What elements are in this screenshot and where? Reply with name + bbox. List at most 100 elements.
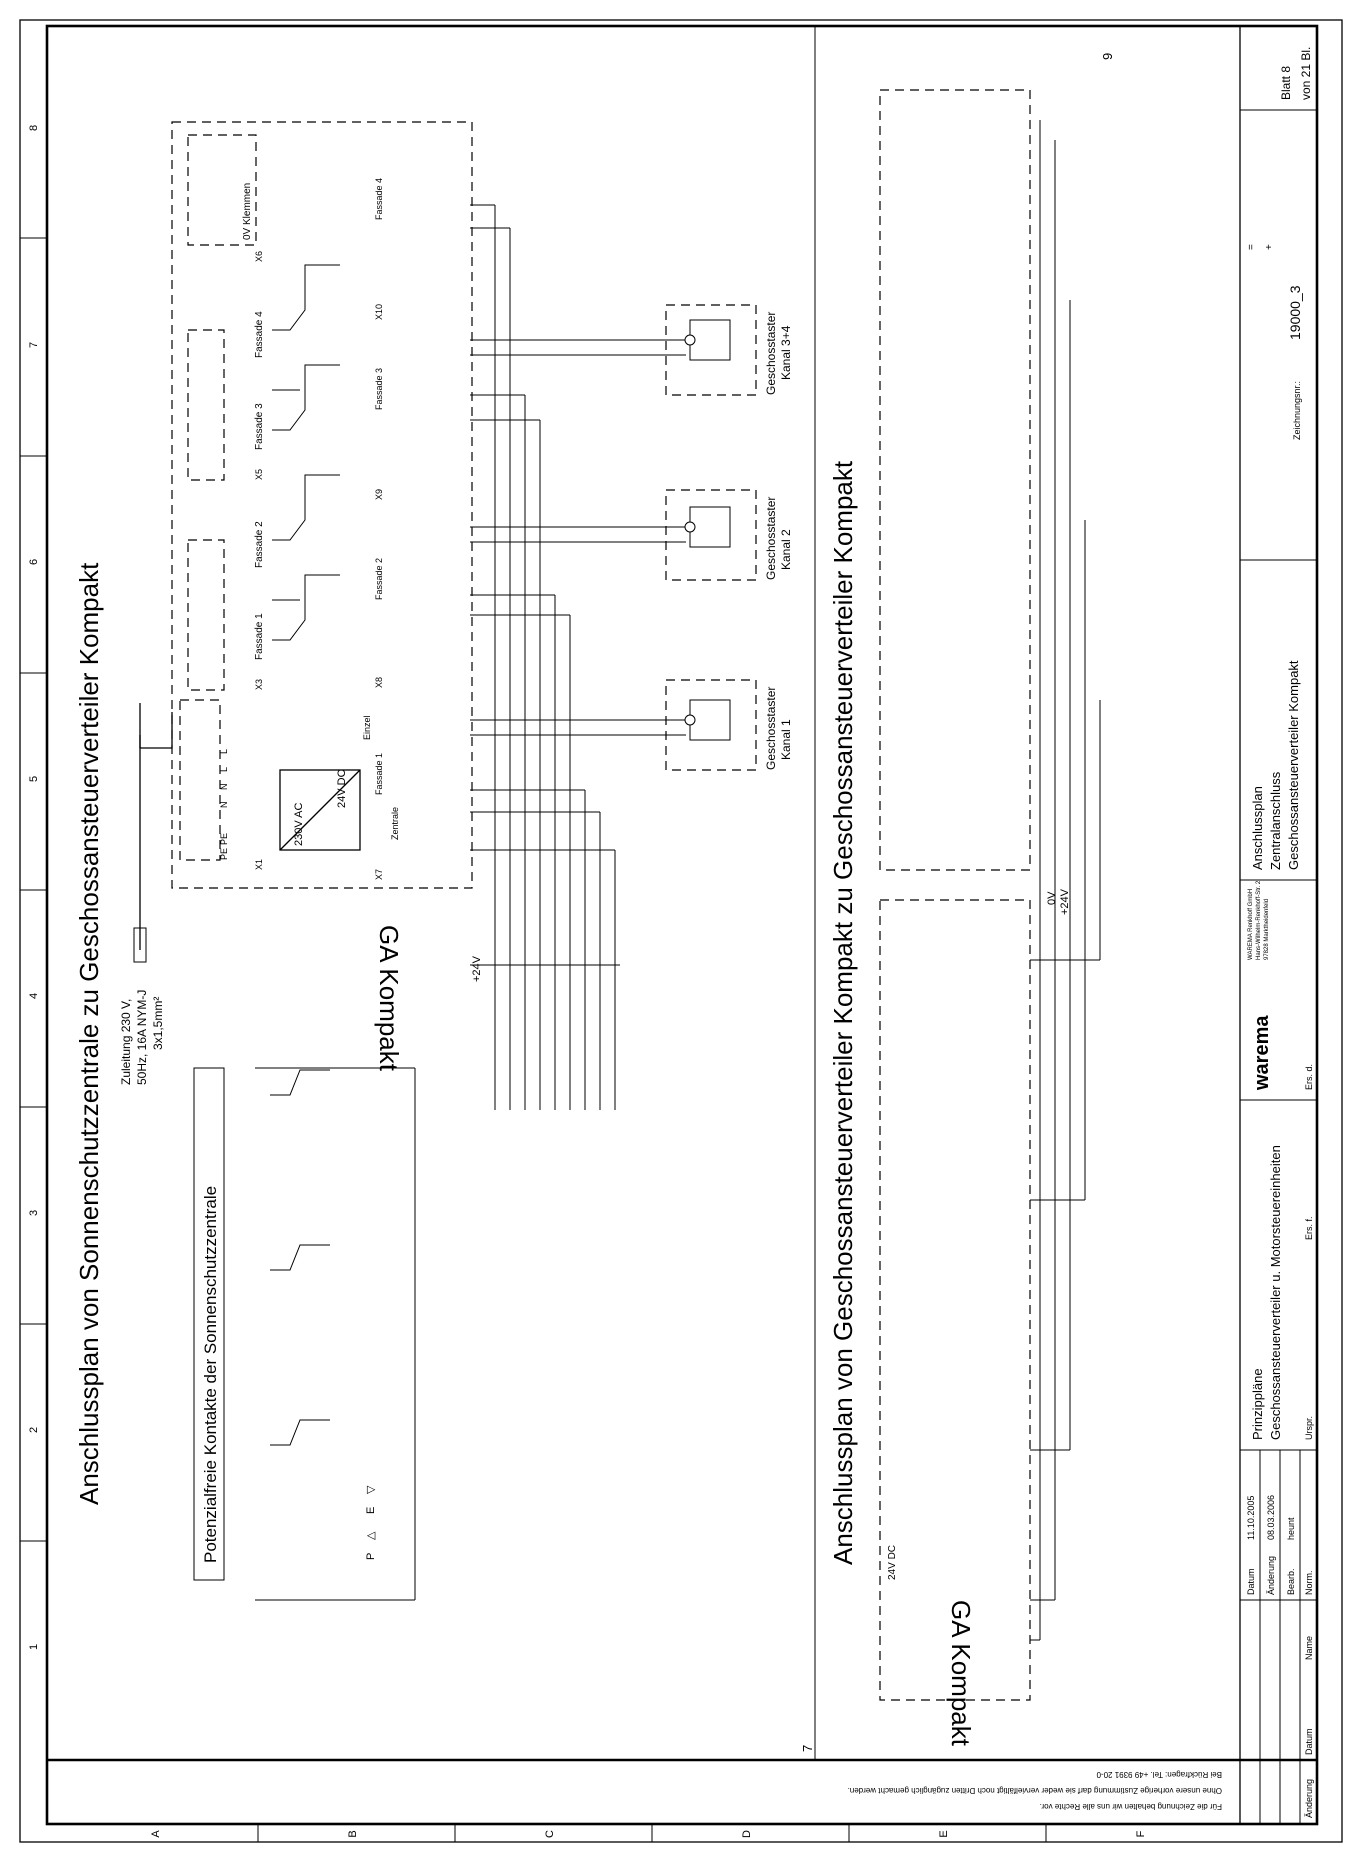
svg-text:Anschlussplan: Anschlussplan bbox=[1250, 786, 1265, 870]
title-block-text: Datum 11.10.2005 Änderung 08.03.2006 Bea… bbox=[1246, 1064, 1314, 1818]
svg-text:heunt: heunt bbox=[1286, 1517, 1296, 1540]
svg-text:08.03.2006: 08.03.2006 bbox=[1266, 1495, 1276, 1540]
svg-text:N: N bbox=[219, 802, 229, 809]
sheet-number: Blatt 8 bbox=[1279, 66, 1293, 100]
svg-text:Urspr.: Urspr. bbox=[1304, 1416, 1314, 1440]
top-bus-24v-label: +24V bbox=[471, 955, 483, 982]
svg-text:WAREMA Renkhoff GmbH: WAREMA Renkhoff GmbH bbox=[1248, 889, 1254, 960]
margin-note: Bei Rückfragen: Tel. +49 9391 20-0 bbox=[1096, 1770, 1222, 1779]
plan-text: Anschlussplan Zentralanschluss Geschossa… bbox=[1250, 660, 1301, 870]
x6-0v-terminal-strip: X6 0V Klemmen bbox=[187, 134, 264, 262]
geschosstaster-kanal-1: Geschosstaster Kanal 1 bbox=[665, 679, 793, 771]
margin-note: Für die Zeichnung behalten wir uns alle … bbox=[1040, 1802, 1222, 1811]
x1-label: X1 bbox=[254, 859, 264, 870]
svg-text:Datum: Datum bbox=[1304, 1728, 1314, 1755]
svg-text:X6: X6 bbox=[254, 251, 264, 262]
svg-text:Fassade 1: Fassade 1 bbox=[374, 753, 384, 795]
svg-text:Fassade 3: Fassade 3 bbox=[254, 403, 265, 450]
company-text: WAREMA Renkhoff GmbH Hans-Wilhelm-Renkho… bbox=[1248, 880, 1270, 960]
top-section-title: Anschlussplan von Sonnenschutzzentrale z… bbox=[74, 562, 104, 1505]
contacts-title: Potenzialfreie Kontakte der Sonnenschutz… bbox=[201, 1186, 220, 1563]
supply-cable bbox=[133, 703, 173, 963]
svg-text:Fassade 4: Fassade 4 bbox=[374, 178, 384, 220]
side-group-label: Fassade 4 bbox=[254, 311, 265, 358]
bottom-bus-0v-label: 0V bbox=[1046, 891, 1058, 905]
sheet-total: von 21 Bl. bbox=[1299, 47, 1313, 100]
svg-text:P: P bbox=[365, 1553, 377, 1560]
svg-text:Zentralanschluss: Zentralanschluss bbox=[1268, 771, 1283, 870]
svg-text:Kanal 1: Kanal 1 bbox=[779, 719, 793, 760]
margin-note: Ohne unsere vorherige Zustimmung darf si… bbox=[848, 1786, 1222, 1795]
title-eq: = bbox=[1246, 244, 1257, 250]
controller-labels: X7 Fassade 1 X8 Fassade 2 X9 Fassade 3 X… bbox=[362, 178, 400, 880]
geschosstaster-kanal-3-4: Geschosstaster Kanal 3+4 bbox=[665, 304, 793, 396]
svg-text:X5: X5 bbox=[254, 469, 264, 480]
svg-text:Datum: Datum bbox=[1246, 1568, 1256, 1595]
supply-note: Zuleitung 230 V, 50Hz, 16A NYM-J 3x1,5mm… bbox=[119, 990, 165, 1085]
svg-text:Geschosstaster: Geschosstaster bbox=[764, 497, 778, 580]
column-label: 6 bbox=[28, 559, 40, 565]
column-label: 7 bbox=[28, 342, 40, 348]
column-label: 2 bbox=[28, 1427, 40, 1433]
svg-text:L: L bbox=[219, 749, 229, 754]
svg-text:L: L bbox=[219, 767, 229, 772]
svg-text:X3: X3 bbox=[254, 679, 264, 690]
bottom-bus-24v-label: +24V bbox=[1059, 888, 1071, 915]
ga-kompakt-bottom-label: GA Kompakt bbox=[946, 1600, 976, 1747]
svg-text:24V DC: 24V DC bbox=[336, 769, 348, 808]
sheet-frame bbox=[19, 19, 1343, 1843]
ga-kompakt-bottom-box-2 bbox=[879, 89, 1031, 871]
svg-text:X9: X9 bbox=[374, 489, 384, 500]
row-labels: A B C D E F bbox=[150, 1830, 1147, 1838]
svg-text:PE: PE bbox=[219, 848, 229, 860]
svg-text:E: E bbox=[365, 1507, 377, 1514]
svg-text:Prinzippläne: Prinzippläne bbox=[1250, 1368, 1265, 1440]
svg-text:N: N bbox=[219, 784, 229, 791]
title-block bbox=[1239, 25, 1318, 1825]
bottom-section-title: Anschlussplan von Geschossansteuervertei… bbox=[828, 460, 858, 1565]
company-logo: warema bbox=[1251, 1015, 1273, 1091]
supply-line: Zuleitung 230 V, bbox=[119, 999, 133, 1085]
svg-text:X7: X7 bbox=[374, 869, 384, 880]
svg-text:PE: PE bbox=[219, 833, 229, 845]
svg-text:X10: X10 bbox=[374, 304, 384, 320]
taster-wiring bbox=[470, 339, 686, 736]
svg-text:Ers. d.: Ers. d. bbox=[1304, 1064, 1314, 1090]
svg-text:Kanal 2: Kanal 2 bbox=[779, 529, 793, 570]
svg-text:Fassade 3: Fassade 3 bbox=[374, 368, 384, 410]
svg-text:△: △ bbox=[365, 1531, 377, 1540]
svg-text:Hans-Wilhelm-Renkhoff-Str. 2: Hans-Wilhelm-Renkhoff-Str. 2 bbox=[1256, 880, 1262, 960]
contact-sets bbox=[255, 1067, 416, 1601]
title-plus: + bbox=[1264, 244, 1275, 250]
column-label: 3 bbox=[28, 1210, 40, 1216]
row-label: E bbox=[938, 1830, 950, 1837]
row-label: B bbox=[347, 1830, 359, 1837]
contact-labels: P △ E ▽ bbox=[365, 1485, 377, 1560]
row-label: D bbox=[741, 1830, 753, 1838]
drawing-number-label: Zeichnungsnr.: bbox=[1292, 381, 1302, 440]
column-label: 4 bbox=[28, 993, 40, 999]
supply-line: 3x1,5mm² bbox=[151, 997, 165, 1050]
x5-terminal-strip: X5 Fassade 3 bbox=[187, 329, 265, 481]
psu-24v-bottom: 24V DC bbox=[887, 1545, 898, 1580]
svg-text:Änderung: Änderung bbox=[1266, 1556, 1276, 1595]
svg-text:Norm.: Norm. bbox=[1304, 1571, 1314, 1596]
contacts-title-box bbox=[193, 1067, 225, 1581]
bottom-wiring bbox=[1030, 120, 1101, 1641]
sheet-mark: 9 bbox=[1100, 53, 1115, 60]
row-label: A bbox=[150, 1830, 162, 1838]
svg-text:X8: X8 bbox=[374, 677, 384, 688]
row-label: C bbox=[544, 1830, 556, 1838]
project-text: Prinzippläne Geschossansteuerverteiler u… bbox=[1250, 1145, 1283, 1440]
svg-text:Geschosstaster: Geschosstaster bbox=[764, 687, 778, 770]
svg-text:Fassade 2: Fassade 2 bbox=[374, 558, 384, 600]
ga-kompakt-bottom-box-1 bbox=[879, 899, 1031, 1701]
svg-text:Geschossansteuerverteiler u. M: Geschossansteuerverteiler u. Motorsteuer… bbox=[1268, 1145, 1283, 1440]
svg-text:Kanal 3+4: Kanal 3+4 bbox=[779, 325, 793, 380]
svg-text:11.10.2005: 11.10.2005 bbox=[1246, 1496, 1256, 1540]
svg-text:Zentrale: Zentrale bbox=[390, 807, 400, 840]
svg-text:Einzel: Einzel bbox=[362, 715, 372, 740]
ga-kompakt-top-label: GA Kompakt bbox=[374, 925, 404, 1072]
svg-text:Geschosstaster: Geschosstaster bbox=[764, 312, 778, 395]
